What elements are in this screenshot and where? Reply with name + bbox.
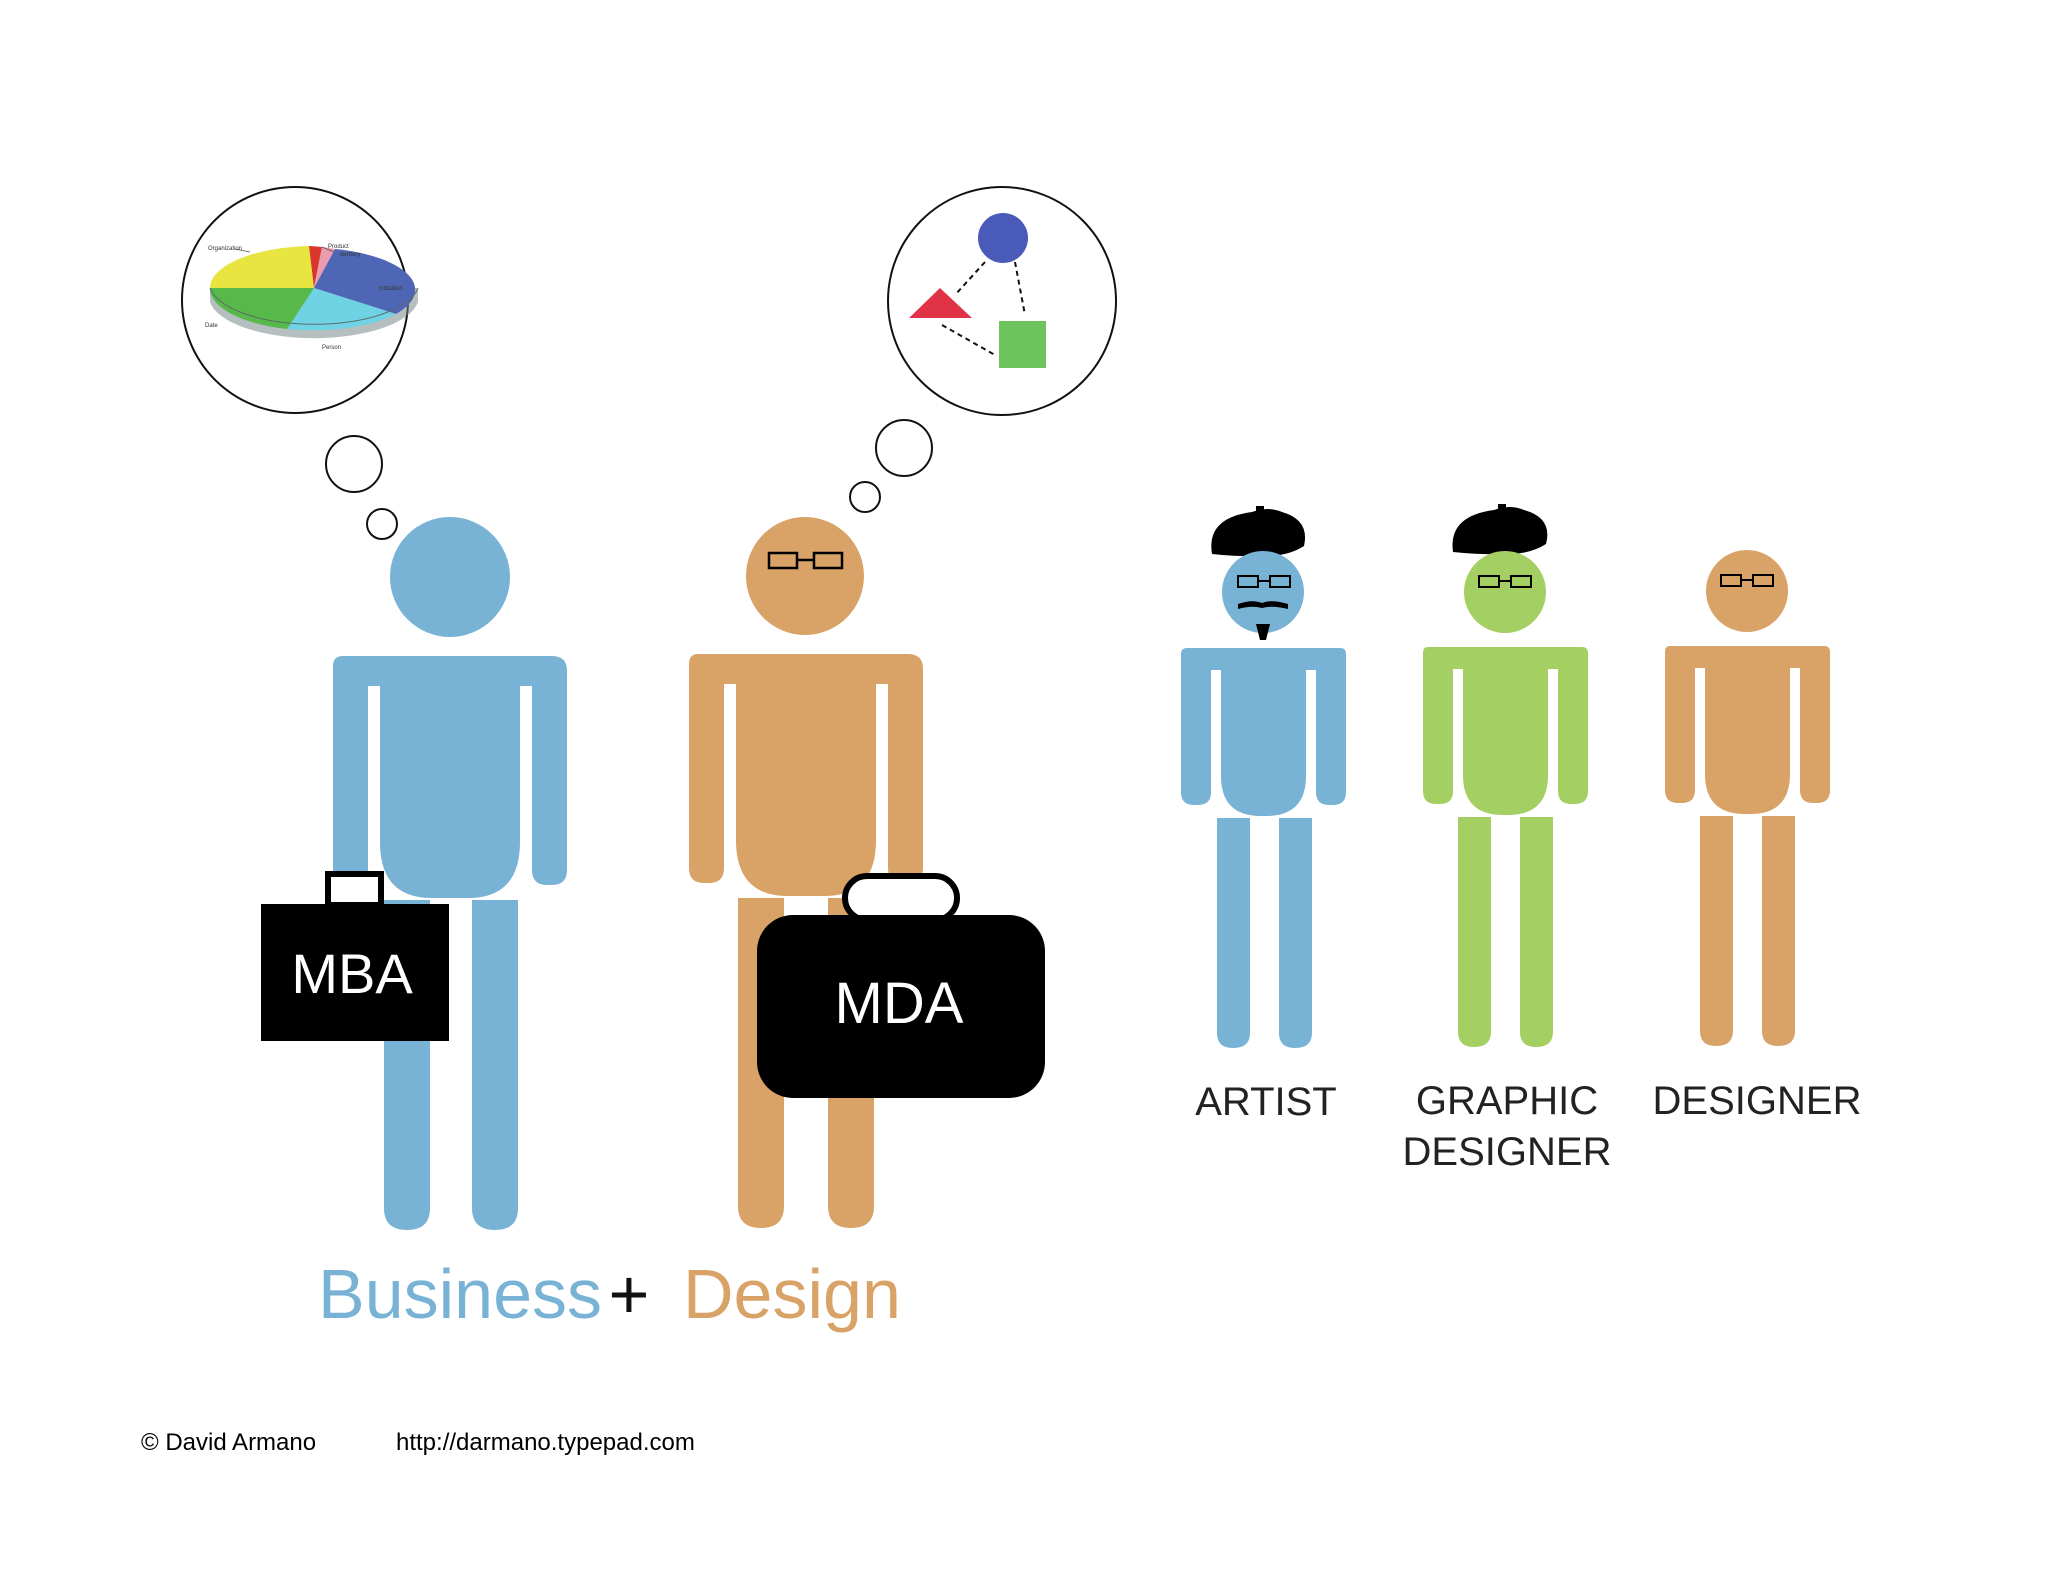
heading-plus: + — [609, 1255, 650, 1333]
design-thought-bubble — [849, 186, 1117, 513]
mustache-icon — [1238, 601, 1288, 609]
artist-label: ARTIST — [1195, 1080, 1337, 1124]
shapes-diagram-icon — [909, 213, 1046, 368]
heading-business: Business — [318, 1255, 602, 1333]
pie-chart-labels: Organization Product territory Location … — [205, 244, 403, 351]
pie-label-person: Person — [322, 345, 341, 351]
triangle-shape-icon — [909, 288, 972, 318]
designer-glasses-icon — [1720, 574, 1774, 587]
pie-label-product-territory: territory — [340, 252, 360, 258]
pie-label-organization: Organization — [208, 246, 242, 252]
pie-chart-icon — [209, 246, 419, 339]
mda-briefcase-label: MDA — [835, 971, 964, 1036]
mba-briefcase: MBA — [261, 871, 449, 1041]
heading-design: Design — [683, 1255, 901, 1333]
artist-glasses-icon — [1237, 575, 1291, 588]
graphic-designer-label-line2: DESIGNER — [1403, 1130, 1612, 1174]
pie-label-date: Date — [205, 323, 218, 329]
business-thought-bubble — [181, 186, 409, 540]
glasses-icon — [767, 551, 844, 570]
circle-shape-icon — [978, 213, 1028, 263]
goatee-icon — [1256, 624, 1270, 640]
graphic-designer-label-line1: GRAPHIC — [1416, 1079, 1598, 1123]
designer-label: DESIGNER — [1653, 1079, 1862, 1123]
design-figure — [689, 517, 923, 1228]
mda-briefcase: MDA — [757, 873, 1045, 1098]
graphic-glasses-icon — [1478, 575, 1532, 588]
graphic-designer-figure — [1423, 504, 1588, 1047]
beret-icon — [1211, 509, 1306, 557]
business-plus-design-heading: Business + Design — [318, 1255, 901, 1333]
artist-figure — [1181, 506, 1346, 1048]
graphic-beret-icon — [1452, 507, 1548, 555]
copyright-credit: © David Armano — [141, 1429, 316, 1456]
website-url: http://darmano.typepad.com — [396, 1429, 695, 1456]
pie-label-product: Product — [328, 244, 349, 250]
square-shape-icon — [999, 321, 1046, 368]
mba-briefcase-label: MBA — [291, 942, 413, 1005]
designer-figure — [1665, 550, 1830, 1046]
pie-label-location: Location — [380, 286, 403, 292]
